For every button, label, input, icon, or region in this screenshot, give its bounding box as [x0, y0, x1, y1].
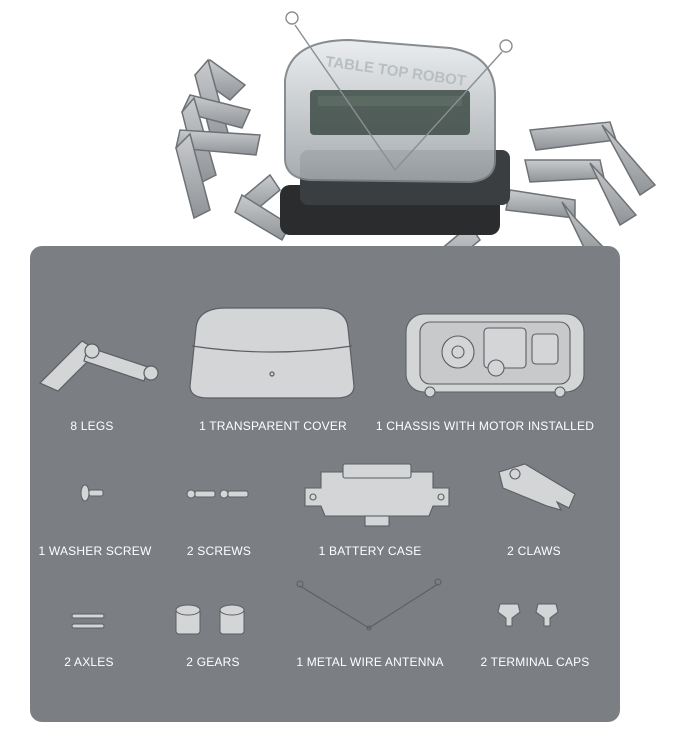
gears-label: 2 GEARS — [186, 655, 240, 669]
washer-screw-label: 1 WASHER SCREW — [38, 544, 152, 558]
screws-label: 2 SCREWS — [186, 544, 252, 558]
legs-label: 8 LEGS — [70, 419, 114, 433]
robot-left-legs — [175, 58, 291, 242]
axles-icon — [70, 612, 106, 630]
cover-label: 1 TRANSPARENT COVER — [199, 419, 347, 433]
claw-part-icon — [495, 462, 577, 512]
battery-case-label: 1 BATTERY CASE — [318, 544, 422, 558]
terminal-caps-label: 2 TERMINAL CAPS — [480, 655, 590, 669]
battery-case-icon — [303, 462, 451, 530]
washer-screw-icon — [79, 484, 105, 502]
chassis-part-icon — [400, 306, 590, 404]
antenna-wire-icon — [296, 578, 442, 634]
antenna-label: 1 METAL WIRE ANTENNA — [296, 655, 444, 669]
robot-antenna — [285, 11, 513, 171]
cover-part-icon — [186, 306, 358, 401]
claws-label: 2 CLAWS — [507, 544, 561, 558]
leg-part-icon — [36, 333, 161, 393]
chassis-label: 1 CHASSIS WITH MOTOR INSTALLED — [375, 419, 595, 433]
axles-label: 2 AXLES — [64, 655, 114, 669]
gears-icon — [172, 602, 250, 636]
screws-icon — [186, 487, 252, 501]
terminal-caps-icon — [497, 600, 562, 634]
